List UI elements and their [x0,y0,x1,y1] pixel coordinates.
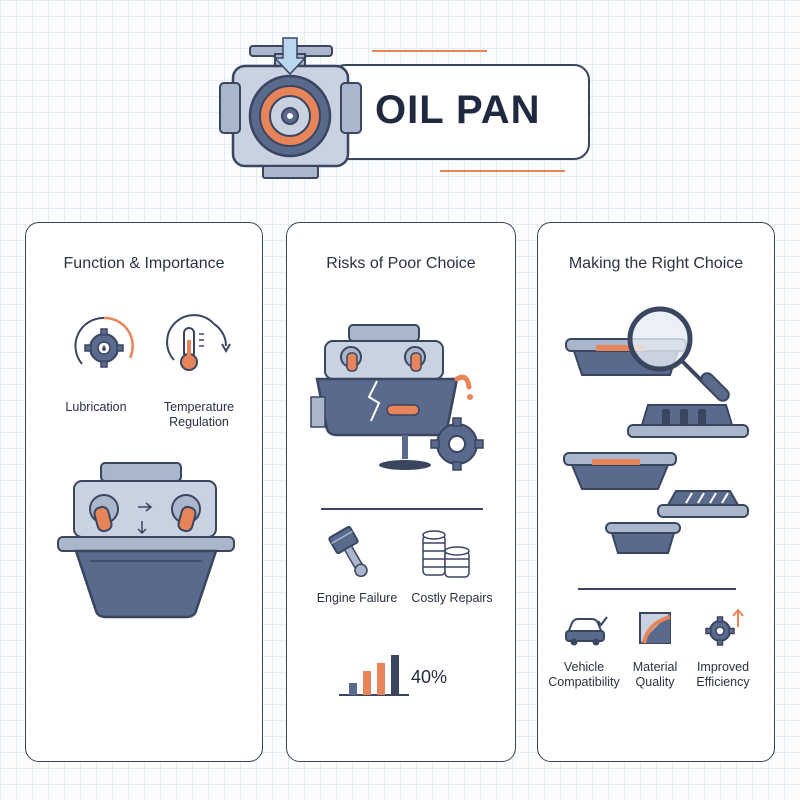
item-label: Material Quality [632,660,678,689]
panel-risks: Risks of Poor Choice [286,222,516,762]
gear-arrow-icon [705,608,744,646]
divider [578,588,736,590]
panel-title: Making the Right Choice [568,255,744,272]
panel-function-importance: Function & Importance Lubrication Temper… [25,222,263,762]
page-title: OIL PAN [375,88,541,132]
engine-oil-pan-icon [57,462,235,619]
divider [321,508,483,510]
gear-lubrication-icon [74,316,134,368]
panel-right-choice: Making the Right Choice Vehicl [537,222,775,762]
item-label: Temperature Regulation [163,400,235,429]
oil-pan-selection-icon [563,306,749,554]
oil-pan-logo-icon [219,37,362,179]
thermometer-icon [166,314,231,371]
decorative-line-bottom [440,170,565,172]
risk-stat: 40% [411,667,448,687]
material-icon [639,612,671,644]
decorative-line-top [372,50,487,52]
item-label: Lubrication [65,400,127,414]
item-label: Improved Efficiency [696,660,750,689]
piston-icon [328,525,368,578]
item-label: Costly Repairs [411,591,493,605]
title-box [330,64,590,160]
panel-title: Risks of Poor Choice [326,255,476,272]
panel-title: Function & Importance [63,255,225,272]
coin-stack-icon [422,530,470,578]
broken-engine-icon [310,324,484,471]
bar-chart-icon [339,655,409,696]
car-check-icon [565,616,608,646]
item-label: Engine Failure [316,591,398,605]
item-label: Vehicle Compatibility [548,660,620,689]
